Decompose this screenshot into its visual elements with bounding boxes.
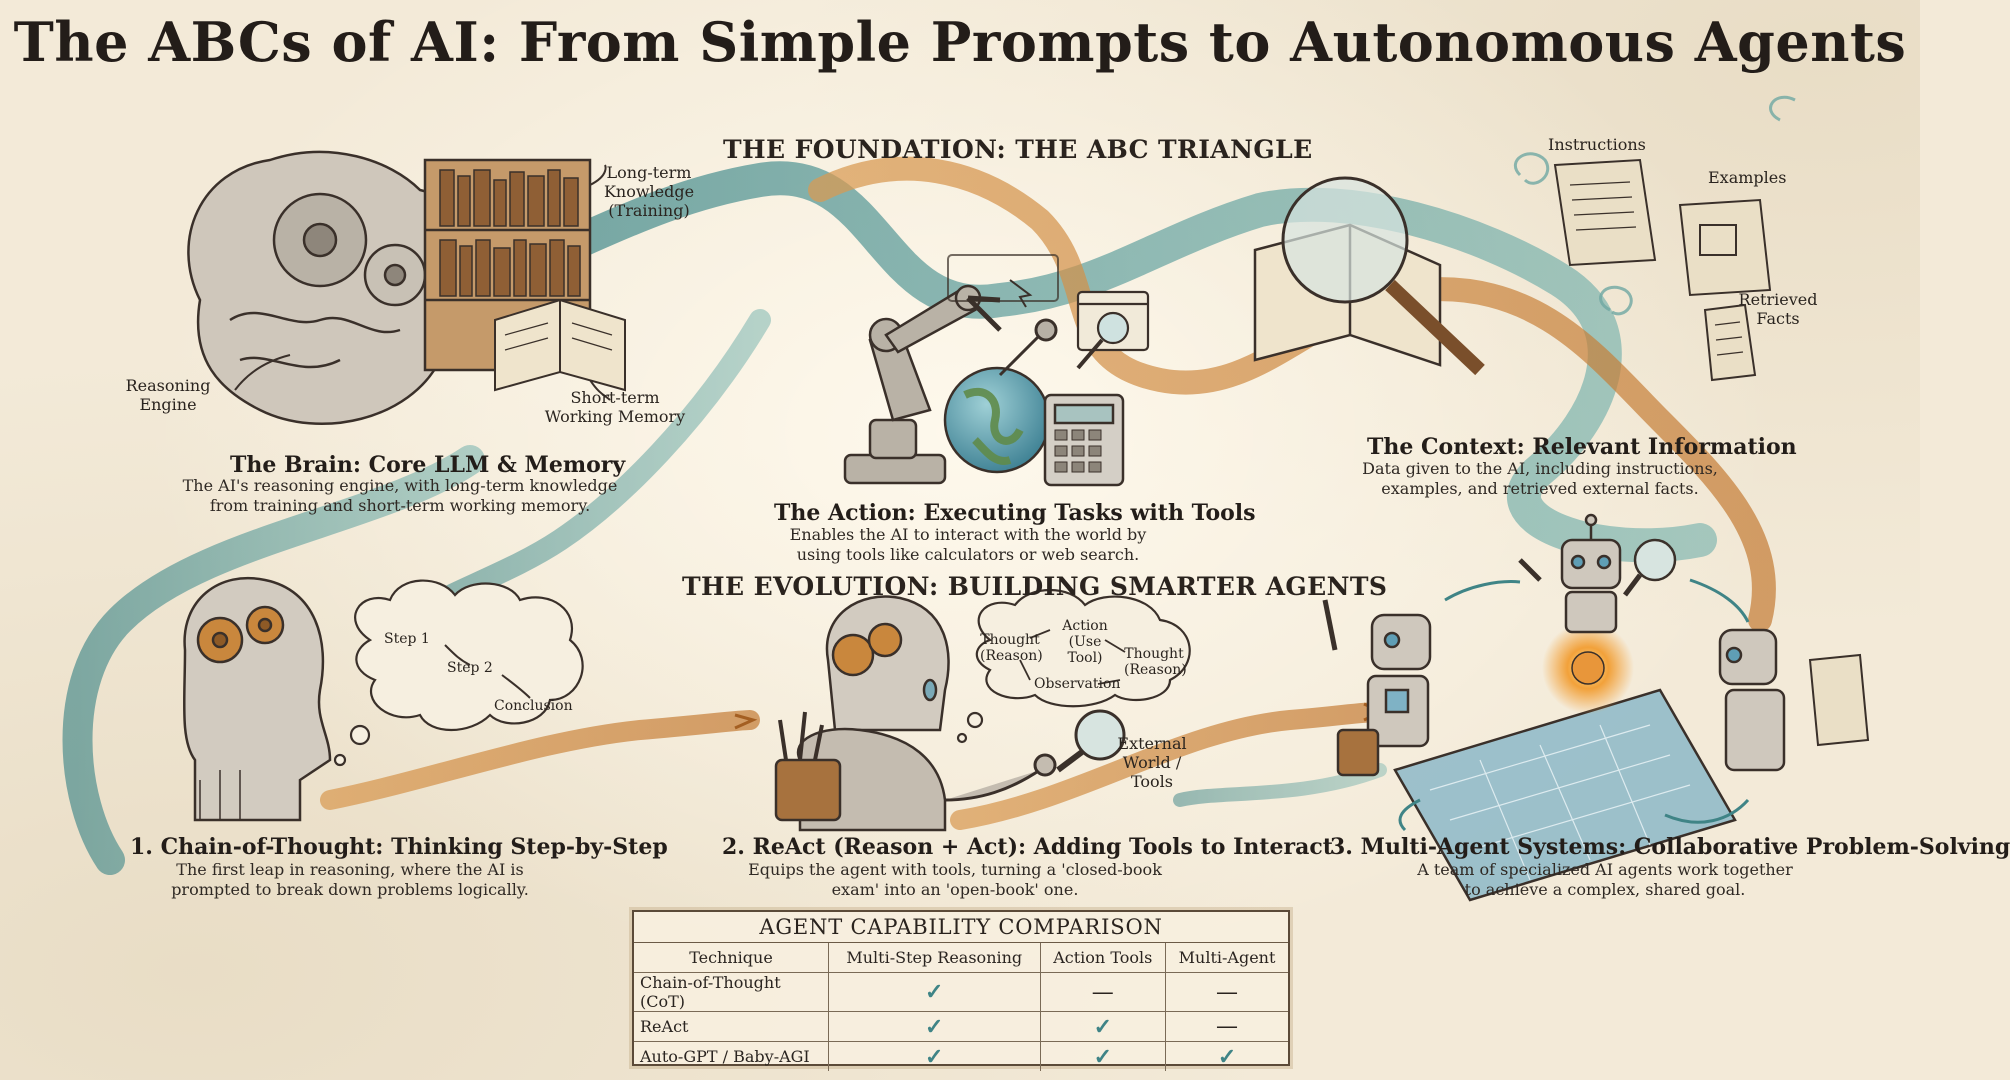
- action-description: Enables the AI to interact with the worl…: [789, 525, 1147, 564]
- cot-title: 1. Chain-of-Thought: Thinking Step-by-St…: [130, 834, 668, 860]
- cot-step2: Step 2: [447, 660, 493, 676]
- evolution-heading: THE EVOLUTION: BUILDING SMARTER AGENTS: [682, 572, 1388, 601]
- orange-ribbon-lower2: [950, 702, 1390, 830]
- foundation-heading: THE FOUNDATION: THE ABC TRIANGLE: [723, 135, 1313, 164]
- label-arrow: [589, 379, 611, 401]
- teal-ribbon-left: [62, 445, 485, 875]
- document-retrieved-icon: [1703, 303, 1757, 382]
- technique-cell: ReAct: [634, 1011, 829, 1042]
- dash-icon: —: [1039, 972, 1167, 1012]
- col-header-tools: Action Tools: [1039, 943, 1167, 973]
- teal-ribbon-upper: [413, 161, 1717, 563]
- teal-ribbon-lower: [1173, 763, 1387, 807]
- dash-icon: —: [1165, 972, 1288, 1012]
- open-book-icon: [494, 298, 626, 392]
- blueprint-table: [1393, 688, 1737, 902]
- comparison-title: AGENT CAPABILITY COMPARISON: [634, 912, 1288, 943]
- react-arm-magnifier: [944, 709, 1126, 802]
- gear-icon: [272, 192, 368, 288]
- check-icon: ✓: [828, 1041, 1041, 1071]
- long-term-knowledge-label: Long-term Knowledge (Training): [603, 163, 695, 220]
- col-header-technique: Technique: [634, 943, 829, 973]
- check-icon: ✓: [828, 972, 1041, 1012]
- retrieved-facts-label: Retrieved Facts: [1738, 290, 1818, 328]
- dash-icon: —: [1165, 1011, 1288, 1042]
- context-description: Data given to the AI, including instruct…: [1362, 459, 1718, 498]
- col-header-reasoning: Multi-Step Reasoning: [828, 943, 1041, 973]
- brain-description: The AI's reasoning engine, with long-ter…: [182, 476, 618, 515]
- label-arrow: [589, 164, 607, 186]
- calculator-icon: [1043, 393, 1125, 487]
- check-icon: ✓: [1039, 1041, 1167, 1071]
- wrench-icon: [998, 318, 1058, 377]
- react-description: Equips the agent with tools, turning a '…: [748, 860, 1162, 899]
- swirl-decoration: [1513, 95, 1796, 316]
- agent-robot-top: [1518, 513, 1677, 634]
- robot-arm-icon: [843, 284, 1002, 485]
- check-icon: ✓: [1039, 1011, 1167, 1042]
- react-title: 2. ReAct (Reason + Act): Adding Tools to…: [722, 834, 1333, 860]
- scroll-examples-icon: [1678, 198, 1772, 297]
- technique-cell: Auto-GPT / Baby-AGI: [634, 1041, 829, 1071]
- cot-description: The first leap in reasoning, where the A…: [171, 860, 529, 899]
- cot-step-arrows: [444, 644, 531, 699]
- table-header-row: Technique Multi-Step Reasoning Action To…: [634, 943, 1288, 973]
- examples-label: Examples: [1708, 168, 1787, 187]
- context-title: The Context: Relevant Information: [1367, 434, 1797, 460]
- robot-head-icon: [182, 576, 332, 822]
- flow-arrow-1: [734, 713, 758, 730]
- instructions-label: Instructions: [1548, 135, 1646, 154]
- scroll-instructions-icon: [1553, 158, 1657, 267]
- table-row: Auto-GPT / Baby-AGI ✓ ✓ ✓: [634, 1041, 1288, 1071]
- cursor-window-icon: [947, 254, 1059, 308]
- react-cycle-arrows: [1019, 629, 1126, 685]
- brain-illustration: [187, 150, 561, 426]
- brain-title: The Brain: Core LLM & Memory: [230, 452, 626, 478]
- thought-bubble: [333, 579, 584, 767]
- agent-robot-right: [1718, 628, 1870, 772]
- react-thought1: Thought (Reason): [980, 632, 1043, 664]
- multi-agent-title: 3. Multi-Agent Systems: Collaborative Pr…: [1330, 834, 2010, 860]
- collaboration-arrows: [1398, 578, 1750, 832]
- orange-ribbon-lower: [320, 710, 760, 810]
- table-row: ReAct ✓ ✓ —: [634, 1011, 1288, 1042]
- check-icon: ✓: [1165, 1041, 1288, 1071]
- cot-conclusion: Conclusion: [494, 698, 573, 714]
- technique-cell: Chain-of-Thought (CoT): [634, 972, 829, 1012]
- short-term-memory-label: Short-term Working Memory: [544, 388, 686, 426]
- cot-step1: Step 1: [384, 631, 430, 647]
- react-thought-bubble: [956, 588, 1191, 744]
- shared-goal-core: [1571, 651, 1605, 685]
- multi-agent-description: A team of specialized AI agents work tog…: [1417, 860, 1793, 899]
- illustration-canvas: [62, 95, 1870, 902]
- react-action: Action (Use Tool): [1062, 618, 1108, 666]
- label-arrow: [234, 354, 291, 391]
- globe-icon: [943, 366, 1051, 474]
- magnifying-glass-icon: [1281, 176, 1485, 376]
- agent-robot-left: [1322, 599, 1432, 777]
- react-thought2: Thought (Reason): [1124, 646, 1187, 678]
- react-robot-icon: [774, 595, 950, 832]
- gear-icon: [363, 243, 427, 307]
- col-header-multi-agent: Multi-Agent: [1165, 943, 1288, 973]
- page-title: The ABCs of AI: From Simple Prompts to A…: [13, 10, 1907, 74]
- comparison-grid: Technique Multi-Step Reasoning Action To…: [634, 943, 1288, 1071]
- capability-comparison-table: AGENT CAPABILITY COMPARISON Technique Mu…: [632, 910, 1290, 1071]
- external-world-label: External World / Tools: [1117, 734, 1187, 791]
- reasoning-engine-label: Reasoning Engine: [125, 376, 211, 414]
- check-icon: ✓: [828, 1011, 1041, 1042]
- action-title: The Action: Executing Tasks with Tools: [774, 500, 1256, 526]
- table-row: Chain-of-Thought (CoT) ✓ — —: [634, 972, 1288, 1012]
- react-observation: Observation: [1034, 676, 1121, 692]
- browser-search-icon: [1076, 290, 1150, 370]
